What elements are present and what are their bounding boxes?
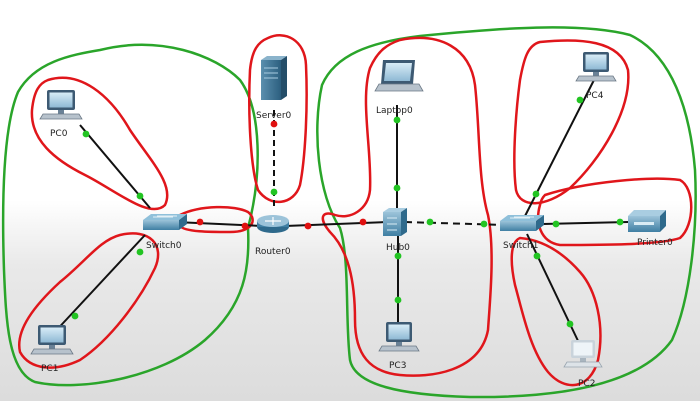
collision-domain-printer0 bbox=[536, 177, 693, 247]
device-switch1[interactable] bbox=[500, 215, 544, 231]
link-light-server0-router0-b bbox=[270, 188, 278, 196]
cable-pc4-switch1[interactable] bbox=[523, 79, 595, 219]
desktop-pc-icon bbox=[378, 322, 420, 352]
device-pc4[interactable] bbox=[575, 52, 617, 82]
device-pc0[interactable] bbox=[39, 90, 83, 120]
network-cables bbox=[51, 79, 629, 346]
collision-domain-hub0 bbox=[321, 36, 493, 377]
link-light-laptop0-hub0-a bbox=[393, 116, 401, 124]
cable-pc1-switch0[interactable] bbox=[51, 234, 146, 336]
link-light-switch0-router0-b bbox=[241, 222, 249, 230]
link-light-pc0-switch0-a bbox=[82, 130, 90, 138]
hub0-label: Hub0 bbox=[386, 243, 410, 253]
switch0-label: Switch0 bbox=[146, 241, 182, 251]
pc2-label: PC2 bbox=[578, 379, 595, 389]
collision-domain-outlines bbox=[17, 34, 693, 387]
link-light-printer0-switch1-a bbox=[552, 220, 560, 228]
router-icon bbox=[257, 215, 289, 233]
switch-icon bbox=[143, 214, 187, 230]
collision-domain-pc0 bbox=[30, 76, 169, 211]
desktop-pc-icon bbox=[39, 90, 83, 120]
router0-label: Router0 bbox=[255, 247, 291, 257]
collision-domain-pc4 bbox=[513, 39, 630, 205]
link-light-switch0-router0-a bbox=[196, 218, 204, 226]
link-light-router0-hub0-a bbox=[304, 222, 312, 230]
laptop-icon bbox=[374, 60, 424, 92]
link-light-pc1-switch0-a bbox=[71, 312, 79, 320]
printer-icon bbox=[628, 210, 666, 232]
link-light-hub0-switch1-b bbox=[480, 220, 488, 228]
device-pc3[interactable] bbox=[378, 322, 420, 352]
device-server0[interactable] bbox=[261, 56, 287, 100]
link-light-pc2-switch1-a bbox=[533, 252, 541, 260]
link-light-pc4-switch1-a bbox=[576, 96, 584, 104]
link-light-hub0-switch1-a bbox=[426, 218, 434, 226]
collision-domain-pc1 bbox=[17, 232, 160, 369]
collision-domain-pc2 bbox=[510, 236, 602, 387]
device-hub0[interactable] bbox=[383, 208, 407, 236]
device-printer0[interactable] bbox=[628, 210, 666, 232]
link-light-pc3-hub0-a bbox=[394, 252, 402, 260]
link-status-lights bbox=[71, 96, 624, 328]
link-light-printer0-switch1-b bbox=[616, 218, 624, 226]
server-icon bbox=[261, 56, 287, 100]
collision-domain-switch0-router0 bbox=[175, 205, 254, 234]
pc0-label: PC0 bbox=[50, 129, 68, 139]
link-light-pc0-switch0-b bbox=[136, 192, 144, 200]
device-pc2[interactable] bbox=[563, 340, 603, 368]
link-light-pc3-hub0-b bbox=[394, 296, 402, 304]
device-pc1[interactable] bbox=[30, 325, 74, 355]
desktop-pc-icon bbox=[563, 340, 603, 368]
link-light-server0-router0-a bbox=[270, 120, 278, 128]
link-light-laptop0-hub0-b bbox=[393, 184, 401, 192]
cable-router0-hub0[interactable] bbox=[284, 221, 389, 227]
pc3-label: PC3 bbox=[389, 361, 406, 371]
hub-icon bbox=[383, 208, 407, 236]
switch1-label: Switch1 bbox=[503, 241, 538, 251]
desktop-pc-icon bbox=[575, 52, 617, 82]
broadcast-domain-left bbox=[1, 43, 259, 387]
collision-domain-server0 bbox=[248, 34, 308, 204]
broadcast-domain-outlines bbox=[1, 26, 697, 399]
device-laptop0[interactable] bbox=[374, 60, 424, 92]
switch-icon bbox=[500, 215, 544, 231]
server0-label: Server0 bbox=[256, 111, 292, 121]
pc1-label: PC1 bbox=[41, 364, 58, 374]
link-light-router0-hub0-b bbox=[359, 218, 367, 226]
device-router0[interactable] bbox=[257, 215, 289, 233]
link-light-pc1-switch0-b bbox=[136, 248, 144, 256]
broadcast-domain-right bbox=[316, 26, 697, 399]
device-switch0[interactable] bbox=[143, 214, 187, 230]
link-light-pc4-switch1-b bbox=[532, 190, 540, 198]
desktop-pc-icon bbox=[30, 325, 74, 355]
printer0-label: Printer0 bbox=[637, 238, 673, 248]
link-light-pc2-switch1-b bbox=[566, 320, 574, 328]
laptop0-label: Laptop0 bbox=[376, 106, 413, 116]
pc4-label: PC4 bbox=[586, 91, 604, 101]
cable-hub0-switch1[interactable] bbox=[404, 221, 506, 226]
